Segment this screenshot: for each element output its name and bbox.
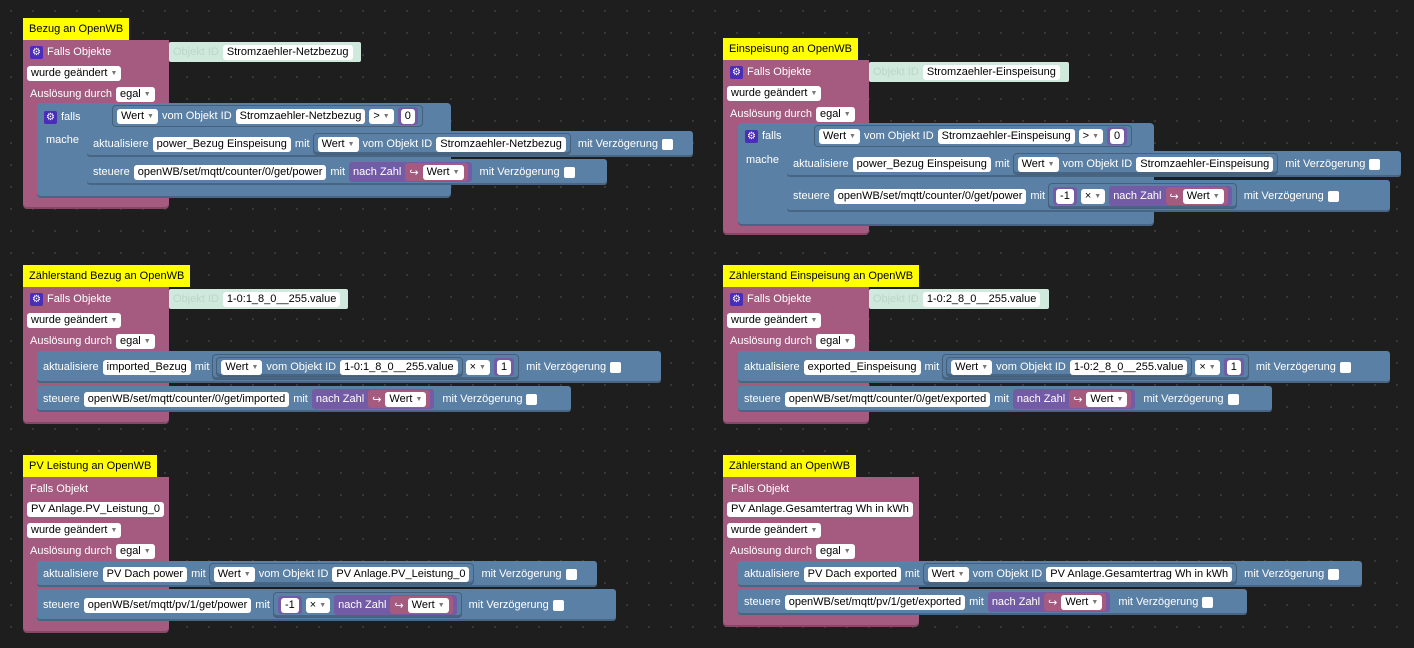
event-dropdown[interactable]: wurde geändert▼ — [27, 312, 122, 328]
comment-bezug[interactable]: Bezug an OpenWB — [23, 18, 130, 40]
control-block[interactable]: steuere openWB/set/mqtt/counter/0/get/im… — [37, 386, 571, 412]
return-icon: ↪ — [1169, 190, 1179, 203]
gear-icon[interactable]: ⚙ — [730, 292, 743, 306]
comment-zaehlerstand[interactable]: Zählerstand an OpenWB — [723, 455, 857, 477]
update-block[interactable]: aktualisiere power_Bezug Einspeisung mit… — [787, 151, 1401, 177]
objekt-id-block[interactable]: Objekt ID Stromzaehler-Netzbezug — [169, 42, 361, 62]
control-block[interactable]: steuere openWB/set/mqtt/counter/0/get/po… — [787, 180, 1390, 212]
operator-dropdown[interactable]: ×▼ — [1195, 359, 1220, 375]
objekt-id-block[interactable]: Objekt ID 1-0:2_8_0__255.value — [869, 289, 1049, 309]
operator-dropdown[interactable]: ×▼ — [465, 359, 490, 375]
event-dropdown[interactable]: wurde geändert▼ — [727, 522, 822, 538]
update-block[interactable]: aktualisiere imported_Bezug mit Wert▼ vo… — [37, 351, 661, 383]
control-block[interactable]: steuere openWB/set/mqtt/pv/1/get/power m… — [37, 589, 616, 621]
ack-dropdown[interactable]: egal▼ — [815, 106, 855, 122]
delay-checkbox[interactable] — [563, 166, 575, 178]
event-dropdown[interactable]: wurde geändert▼ — [27, 65, 122, 81]
delay-checkbox[interactable] — [1327, 190, 1339, 202]
to-number-block[interactable]: nach Zahl ↪ Wert▼ — [1109, 186, 1232, 206]
ack-dropdown[interactable]: egal▼ — [115, 86, 155, 102]
event-dropdown[interactable]: wurde geändert▼ — [727, 85, 822, 101]
multiply-block[interactable]: Wert▼ vom Objekt ID 1-0:2_8_0__255.value… — [942, 354, 1249, 380]
to-number-block[interactable]: nach Zahl ↪ Wert▼ — [311, 389, 435, 409]
event-dropdown[interactable]: wurde geändert▼ — [27, 522, 122, 538]
ack-dropdown[interactable]: egal▼ — [115, 333, 155, 349]
return-icon: ↪ — [372, 393, 382, 406]
delay-checkbox[interactable] — [1202, 596, 1214, 608]
control-block[interactable]: steuere openWB/set/mqtt/counter/0/get/po… — [87, 159, 607, 185]
trigger-header: ⚙ Falls Objekte — [30, 42, 111, 62]
return-icon: ↪ — [409, 166, 419, 179]
ack-dropdown[interactable]: egal▼ — [815, 333, 855, 349]
delay-checkbox[interactable] — [1328, 568, 1340, 580]
delay-checkbox[interactable] — [1339, 361, 1351, 373]
objekt-field[interactable]: PV Anlage.Gesamtertrag Wh in kWh — [727, 501, 913, 517]
delay-checkbox[interactable] — [662, 138, 674, 150]
control-block[interactable]: steuere openWB/set/mqtt/counter/0/get/ex… — [738, 386, 1272, 412]
delay-checkbox[interactable] — [1369, 158, 1381, 170]
operator-dropdown[interactable]: ×▼ — [305, 597, 331, 613]
delay-checkbox[interactable] — [552, 599, 564, 611]
to-number-block[interactable]: nach Zahl ↪ Wert▼ — [349, 162, 472, 182]
objekt-id-field[interactable]: Stromzaehler-Netzbezug — [222, 44, 353, 60]
operator-dropdown[interactable]: ×▼ — [1080, 188, 1106, 204]
compare-block[interactable]: Wert▼ vom Objekt ID Stromzaehler-Netzbez… — [112, 105, 423, 127]
delay-checkbox[interactable] — [565, 568, 577, 580]
multiply-block[interactable]: -1 ×▼ nach Zahl ↪ Wert▼ — [272, 592, 462, 618]
to-number-block[interactable]: nach Zahl ↪ Wert▼ — [334, 595, 457, 615]
update-block[interactable]: aktualisiere PV Dach exported mit Wert▼ … — [738, 561, 1362, 587]
return-icon: ↪ — [394, 599, 404, 612]
gear-icon[interactable]: ⚙ — [44, 110, 57, 124]
gear-icon[interactable]: ⚙ — [745, 129, 758, 143]
objekt-field[interactable]: PV Anlage.PV_Leistung_0 — [27, 501, 165, 517]
update-block[interactable]: aktualisiere exported_Einspeisung mit We… — [738, 351, 1390, 383]
delay-checkbox[interactable] — [526, 393, 538, 405]
update-block[interactable]: aktualisiere power_Bezug Einspeisung mit… — [87, 131, 693, 157]
return-icon: ↪ — [1048, 596, 1058, 609]
delay-checkbox[interactable] — [1227, 393, 1239, 405]
ack-dropdown[interactable]: egal▼ — [815, 543, 855, 559]
multiply-block[interactable]: Wert▼ vom Objekt ID 1-0:1_8_0__255.value… — [212, 354, 520, 380]
ack-dropdown[interactable]: egal▼ — [115, 543, 155, 559]
gear-icon[interactable]: ⚙ — [30, 45, 43, 59]
comment-zaehlerstand-bezug[interactable]: Zählerstand Bezug an OpenWB — [23, 265, 191, 287]
gear-icon[interactable]: ⚙ — [30, 292, 43, 306]
objekt-id-block[interactable]: Objekt ID 1-0:1_8_0__255.value — [169, 289, 348, 309]
comment-zaehlerstand-einspeisung[interactable]: Zählerstand Einspeisung an OpenWB — [723, 265, 920, 287]
compare-block[interactable]: Wert▼ vom Objekt ID Stromzaehler-Einspei… — [813, 125, 1133, 147]
update-block[interactable]: aktualisiere PV Dach power mit Wert▼ vom… — [37, 561, 597, 587]
objekt-id-block[interactable]: Objekt ID Stromzaehler-Einspeisung — [869, 62, 1069, 82]
to-number-block[interactable]: nach Zahl ↪ Wert▼ — [1012, 389, 1136, 409]
comment-pv-leistung[interactable]: PV Leistung an OpenWB — [23, 455, 158, 477]
to-number-block[interactable]: nach Zahl ↪ Wert▼ — [987, 592, 1111, 612]
multiply-block[interactable]: -1 ×▼ nach Zahl ↪ Wert▼ — [1048, 183, 1237, 209]
gear-icon[interactable]: ⚙ — [730, 65, 743, 79]
operator-dropdown[interactable]: >▼ — [1078, 128, 1104, 144]
comment-einspeisung[interactable]: Einspeisung an OpenWB — [723, 38, 858, 60]
operator-dropdown[interactable]: >▼ — [369, 108, 394, 124]
delay-checkbox[interactable] — [610, 361, 622, 373]
return-icon: ↪ — [1073, 393, 1083, 406]
control-block[interactable]: steuere openWB/set/mqtt/pv/1/get/exporte… — [738, 589, 1247, 615]
event-dropdown[interactable]: wurde geändert▼ — [727, 312, 822, 328]
